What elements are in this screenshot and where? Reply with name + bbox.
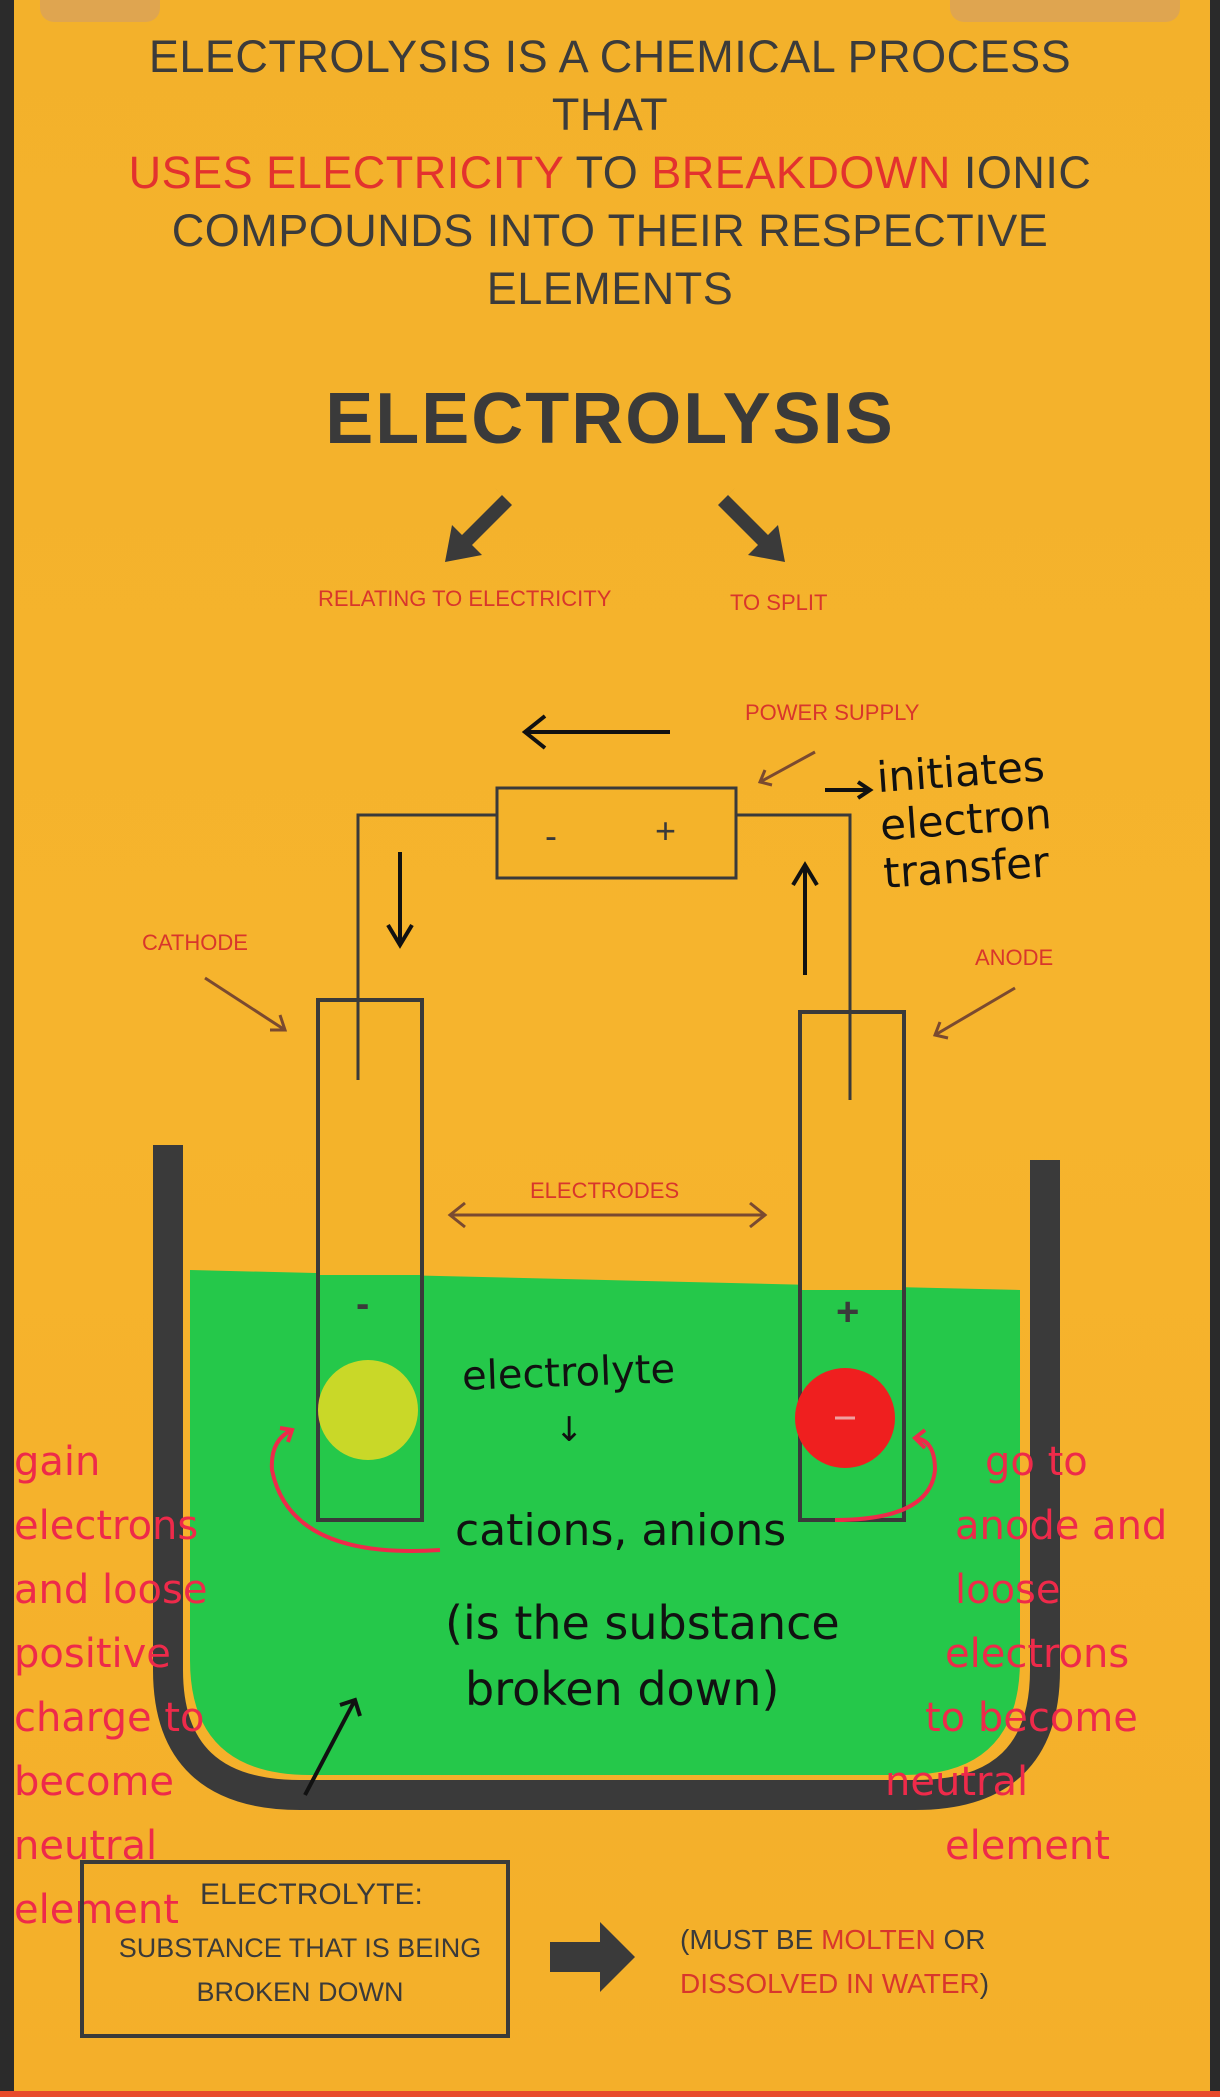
battery-plus-sign: + <box>655 810 677 851</box>
power-supply-battery <box>495 786 738 880</box>
label-pointers <box>204 750 1016 1229</box>
cation-ion <box>318 1360 418 1460</box>
electrolyte-note: electrolyte <box>461 1346 676 1400</box>
cathode-sign: - <box>356 1282 370 1326</box>
etymology-left-label: RELATING TO ELECTRICITY <box>318 586 612 611</box>
top-right-controls[interactable] <box>950 0 1180 22</box>
etymology-right-arrow <box>718 488 785 562</box>
etymology-right-label: TO SPLIT <box>730 590 828 615</box>
electrolyte-box-title: ELECTROLYTE: <box>200 1878 423 1911</box>
must-be-note: (MUST BE MOLTEN OR DISSOLVED IN WATER) <box>680 1924 990 1999</box>
intro-line-2: USES ELECTRICITY TO BREAKDOWN IONIC <box>128 147 1092 198</box>
electrodes-label: ELECTRODES <box>530 1178 680 1203</box>
intro-line-1: ELECTROLYSIS IS A CHEMICAL PROCESS THAT <box>148 31 1072 140</box>
electrolyte-box-description: SUBSTANCE THAT IS BEING BROKEN DOWN <box>118 1933 482 2007</box>
cation-note: gain electrons and loose positive charge… <box>14 1439 208 1933</box>
beaker <box>153 1145 1060 1810</box>
electrolyte-arrow <box>550 1922 635 1992</box>
cations-anions-note: cations, anions <box>455 1505 787 1556</box>
power-supply-label: POWER SUPPLY <box>745 700 920 725</box>
wire-cathode <box>356 813 497 1080</box>
electrolyte-down-arrow: ↓ <box>555 1410 584 1450</box>
ion-movement-arrows <box>269 1426 938 1553</box>
left-bezel <box>0 0 14 2097</box>
substance-note: (is the substance broken down) <box>445 1596 840 1716</box>
anion-note: go to anode and loose electrons to becom… <box>885 1439 1168 1869</box>
current-direction-arrows <box>303 714 874 1796</box>
wire-anode <box>736 813 852 1080</box>
anode-label: ANODE <box>975 945 1054 970</box>
anode-sign: + <box>836 1290 860 1334</box>
etymology-left-arrow <box>445 488 512 562</box>
right-bezel <box>1210 0 1220 2097</box>
cathode-label: CATHODE <box>142 930 248 955</box>
top-left-button[interactable] <box>40 0 160 22</box>
bottom-accent-bar <box>0 2091 1220 2097</box>
electrolyte-definition-box <box>80 1860 510 2038</box>
initiates-note: initiates electron transfer <box>875 741 1054 898</box>
intro-text: ELECTROLYSIS IS A CHEMICAL PROCESS THAT … <box>110 28 1110 318</box>
electrolysis-title: ELECTROLYSIS <box>325 379 895 459</box>
intro-line-3: COMPOUNDS INTO THEIR RESPECTIVE <box>171 205 1049 256</box>
intro-line-4: ELEMENTS <box>486 263 734 314</box>
battery-minus-sign: - <box>545 815 557 856</box>
